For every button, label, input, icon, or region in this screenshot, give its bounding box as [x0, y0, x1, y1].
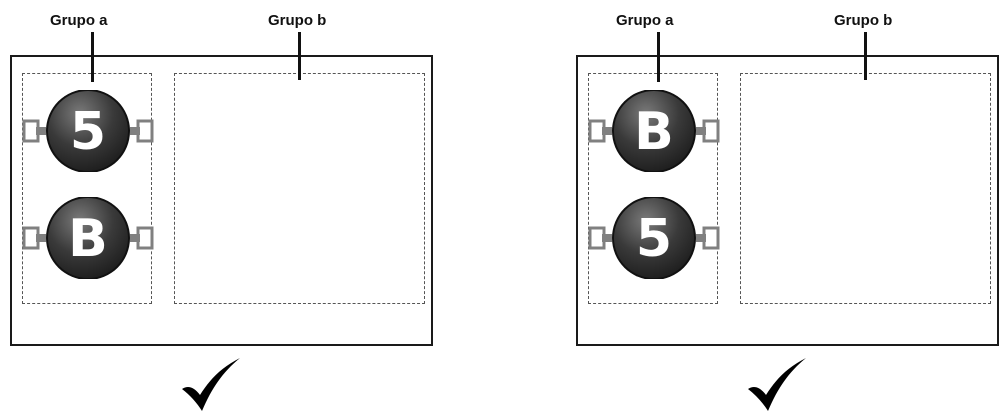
diagram-panel-right: Grupo a Grupo b B	[566, 0, 1001, 415]
burner-label: 5	[636, 209, 672, 269]
group-b-label: Grupo b	[268, 12, 327, 29]
diagram-panel-left: Grupo a Grupo b 5	[0, 0, 440, 415]
burner-icon: B	[584, 90, 724, 172]
burner-label: 5	[70, 102, 106, 162]
group-a-zone	[22, 73, 152, 304]
group-b-label: Grupo b	[834, 12, 893, 29]
group-a-leader-line	[91, 32, 94, 82]
burner-icon: 5	[18, 90, 158, 172]
check-icon	[746, 357, 808, 413]
group-b-leader-line	[298, 32, 301, 80]
cooktop-frame	[10, 55, 433, 346]
group-a-label: Grupo a	[616, 12, 674, 29]
group-b-zone	[740, 73, 991, 304]
burner-icon: 5	[584, 197, 724, 279]
check-icon	[180, 357, 242, 413]
cooktop-frame	[576, 55, 999, 346]
burner-icon: B	[18, 197, 158, 279]
group-b-leader-line	[864, 32, 867, 80]
group-a-zone	[588, 73, 718, 304]
burner-label: B	[634, 102, 674, 162]
group-a-leader-line	[657, 32, 660, 82]
burner-label: B	[68, 209, 108, 269]
group-b-zone	[174, 73, 425, 304]
group-a-label: Grupo a	[50, 12, 108, 29]
